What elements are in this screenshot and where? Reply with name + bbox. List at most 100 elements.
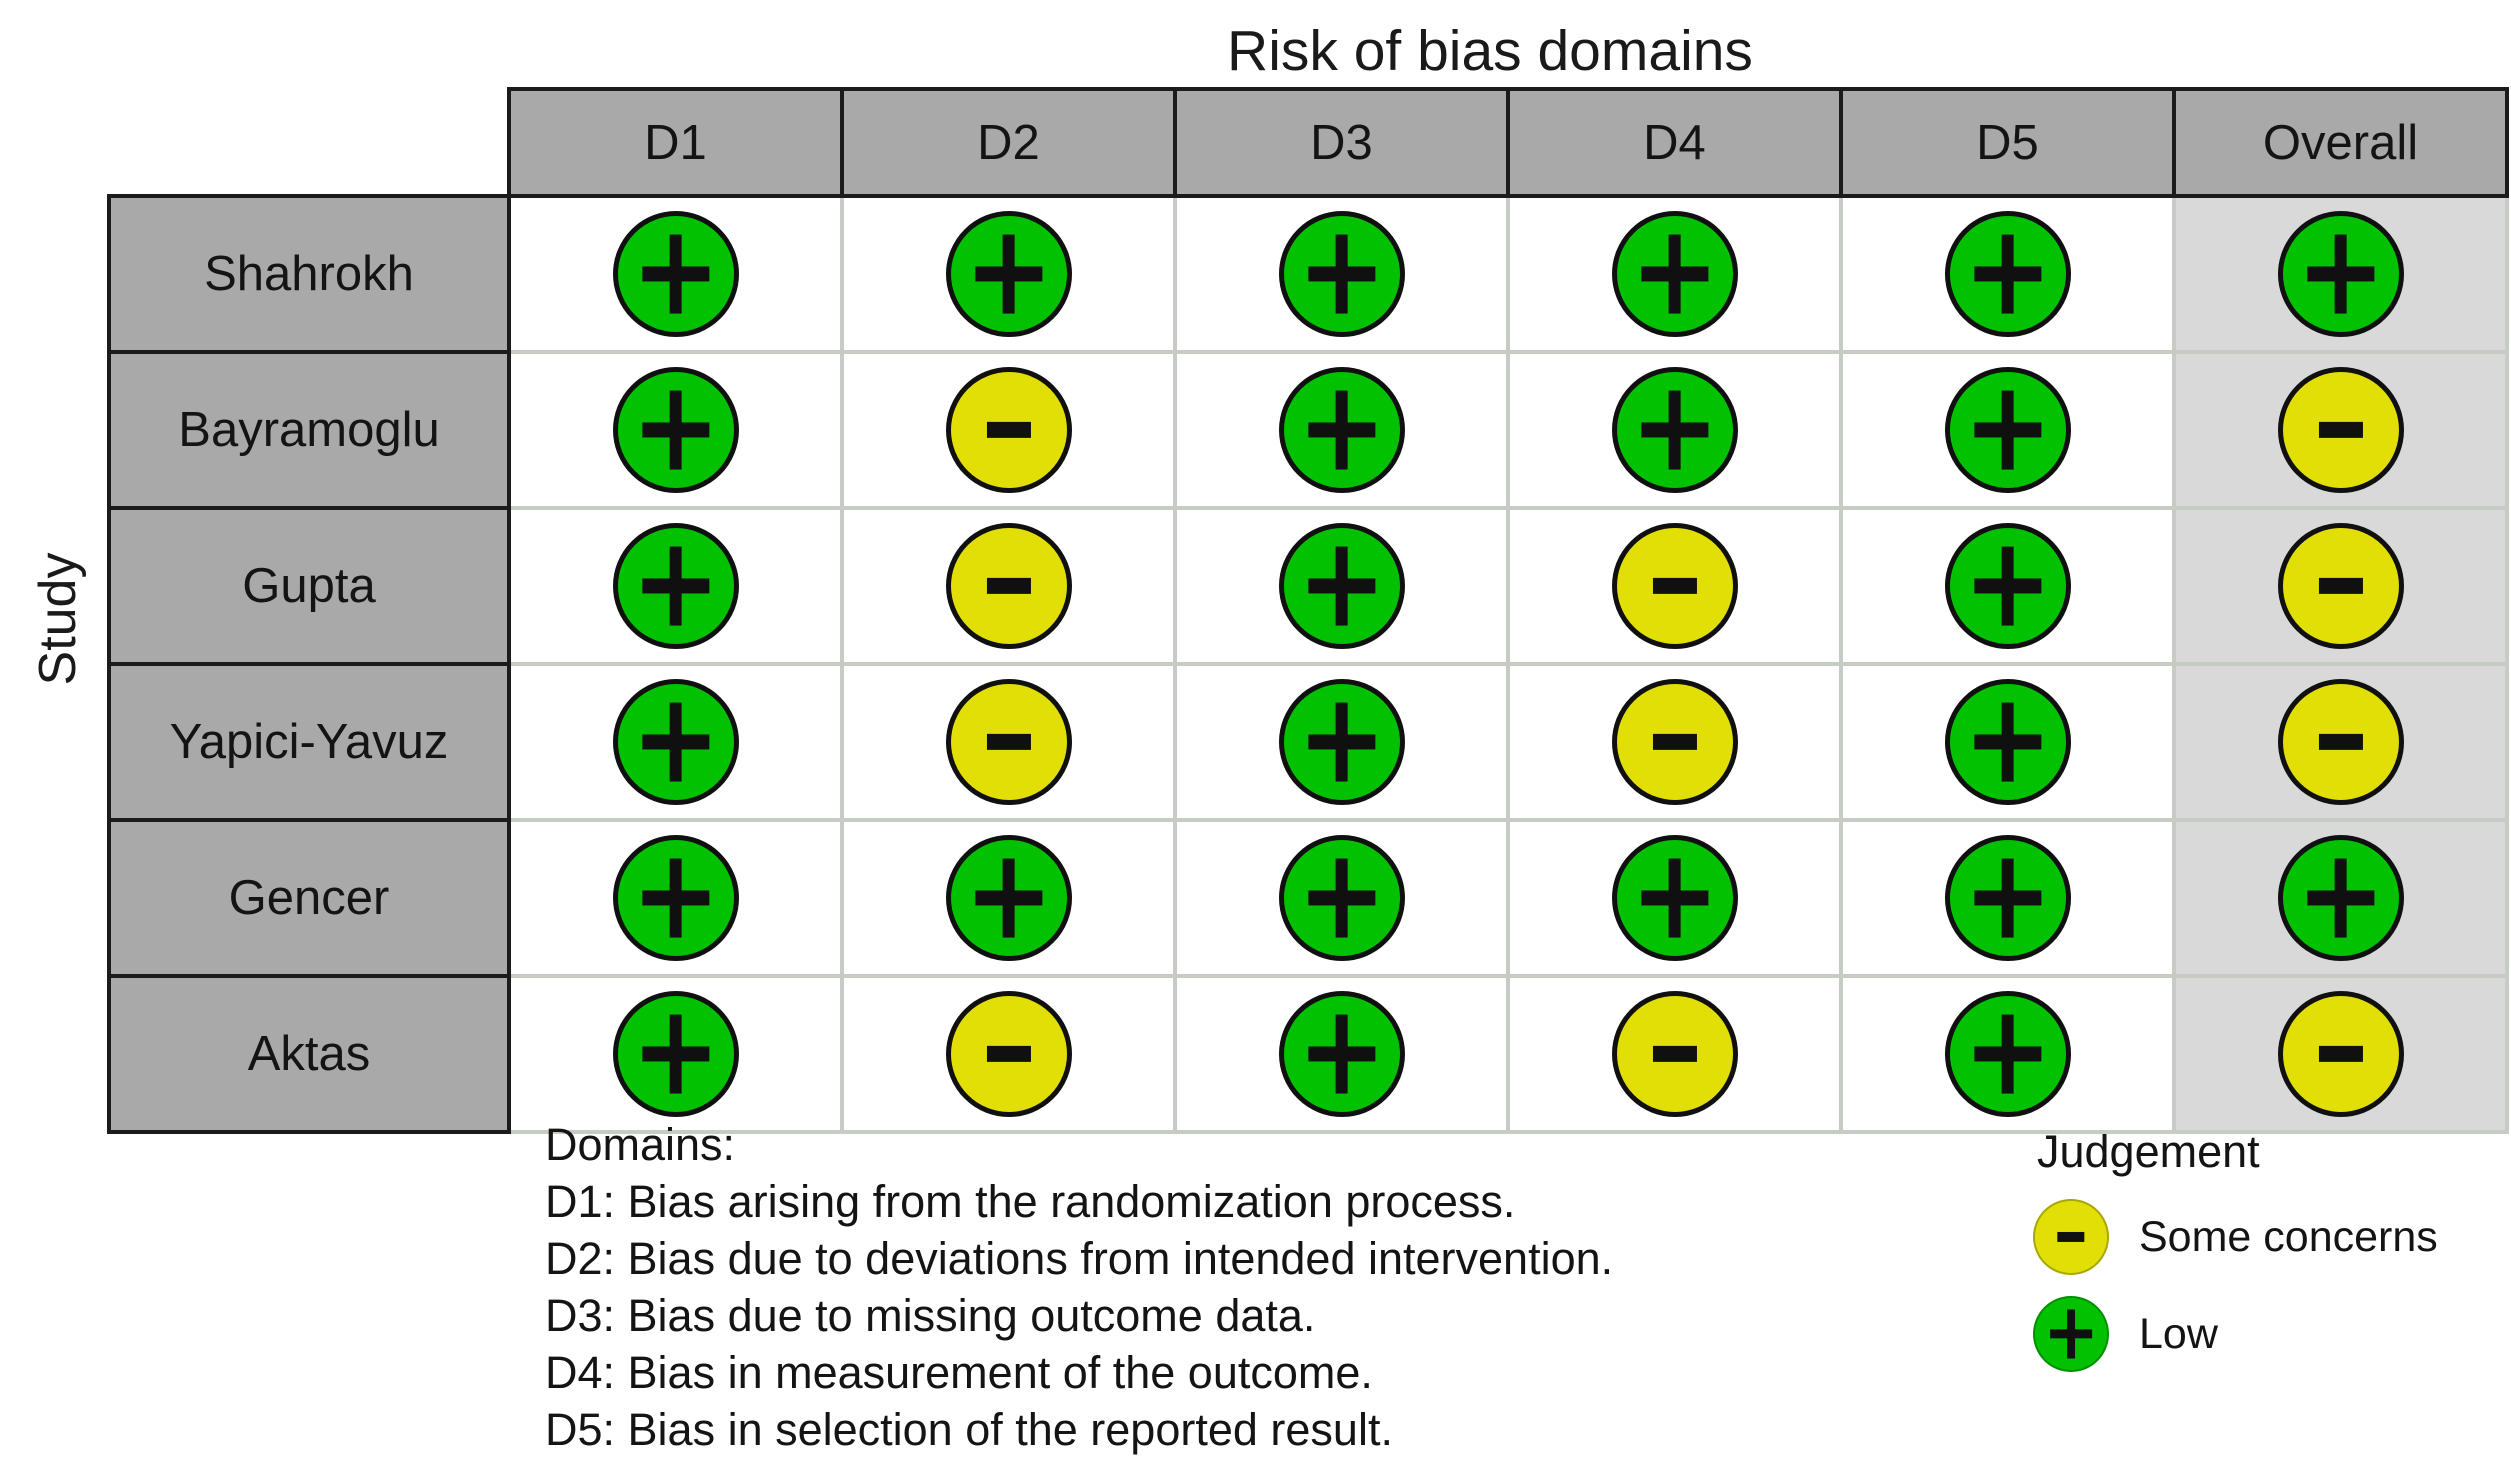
- judgement-circle-low: [1278, 211, 1405, 337]
- minus-icon: [951, 684, 1067, 800]
- row-header-yapici-yavuz: Yapici-Yavuz: [107, 662, 511, 822]
- minus-icon: [2035, 1201, 2107, 1273]
- judgement-circle-some-concerns: [1611, 991, 1738, 1117]
- plus-icon: [1617, 216, 1733, 332]
- corner-spacer: [109, 89, 509, 196]
- judgement-circle-low: [1278, 991, 1405, 1117]
- table-row: Aktas: [107, 974, 2509, 1134]
- judgement-cell: [507, 194, 844, 354]
- legend-entry-some-concerns: Some concerns: [2033, 1199, 2438, 1275]
- judgement-circle-some-concerns: [1611, 679, 1738, 805]
- minus-icon: [2283, 528, 2399, 644]
- plus-icon: [1284, 372, 1400, 488]
- plus-icon: [1950, 372, 2066, 488]
- plus-icon: [1284, 684, 1400, 800]
- legend-entry-low: Low: [2033, 1296, 2438, 1372]
- minus-icon: [951, 528, 1067, 644]
- judgement-cell: [1506, 662, 1843, 822]
- judgement-cell: [1173, 194, 1510, 354]
- judgement-cell: [507, 818, 844, 978]
- judgement-cell: [1839, 350, 2176, 510]
- judgement-circle-some-concerns: [945, 679, 1072, 805]
- judgement-cell: [1839, 662, 2176, 822]
- judgement-cell: [1506, 194, 1843, 354]
- judgement-cell: [2172, 350, 2509, 510]
- plus-icon: [1284, 216, 1400, 332]
- column-header-d3: D3: [1173, 87, 1510, 198]
- judgement-circle-low: [1944, 679, 2071, 805]
- column-header-d2: D2: [840, 87, 1177, 198]
- minus-icon: [951, 372, 1067, 488]
- judgement-circle-some-concerns: [2277, 679, 2404, 805]
- judgement-cell: [1839, 506, 2176, 666]
- judgement-cell: [507, 662, 844, 822]
- plus-icon: [1284, 996, 1400, 1112]
- legend-label: Some concerns: [2139, 1212, 2438, 1261]
- plus-icon: [2283, 216, 2399, 332]
- judgement-circle-low: [612, 679, 739, 805]
- judgement-circle-low: [1278, 523, 1405, 649]
- judgement-circle-some-concerns: [2033, 1199, 2109, 1275]
- plus-icon: [618, 684, 734, 800]
- plus-icon: [1284, 528, 1400, 644]
- column-header-d5: D5: [1839, 87, 2176, 198]
- plus-icon: [1617, 372, 1733, 488]
- row-header-bayramoglu: Bayramoglu: [107, 350, 511, 510]
- judgement-cell: [840, 194, 1177, 354]
- plus-icon: [2035, 1298, 2107, 1370]
- row-header-gencer: Gencer: [107, 818, 511, 978]
- judgement-cell: [1173, 662, 1510, 822]
- judgement-cell: [1173, 350, 1510, 510]
- judgement-cell: [1173, 506, 1510, 666]
- judgement-circle-low: [1611, 211, 1738, 337]
- judgement-circle-low: [1611, 367, 1738, 493]
- judgement-cell: [1506, 818, 1843, 978]
- judgement-cell: [840, 662, 1177, 822]
- study-axis-label: Study: [29, 552, 87, 686]
- plus-icon: [618, 216, 734, 332]
- judgement-cell: [1839, 194, 2176, 354]
- domain-definition: D3: Bias due to missing outcome data.: [545, 1290, 1316, 1341]
- minus-icon: [2283, 372, 2399, 488]
- judgement-cell: [840, 974, 1177, 1134]
- plus-icon: [1617, 840, 1733, 956]
- judgement-cell: [2172, 974, 2509, 1134]
- judgement-circle-low: [2277, 835, 2404, 961]
- judgement-circle-low: [1944, 835, 2071, 961]
- domain-definition: D5: Bias in selection of the reported re…: [545, 1404, 1393, 1455]
- table-row: Shahrokh: [107, 194, 2509, 354]
- plus-icon: [1950, 996, 2066, 1112]
- judgement-cell: [2172, 662, 2509, 822]
- judgement-cell: [2172, 194, 2509, 354]
- judgement-cell: [1506, 350, 1843, 510]
- plus-icon: [951, 840, 1067, 956]
- judgement-circle-some-concerns: [945, 523, 1072, 649]
- column-header-overall: Overall: [2172, 87, 2509, 198]
- judgement-cell: [840, 818, 1177, 978]
- judgement-circle-low: [1278, 835, 1405, 961]
- judgement-circle-low: [2277, 211, 2404, 337]
- judgement-cell: [507, 974, 844, 1134]
- judgement-circle-low: [1611, 835, 1738, 961]
- judgement-circle-some-concerns: [945, 991, 1072, 1117]
- plus-icon: [1950, 528, 2066, 644]
- row-header-aktas: Aktas: [107, 974, 511, 1134]
- judgement-cell: [2172, 506, 2509, 666]
- domains-note-title: Domains:: [545, 1119, 736, 1170]
- judgement-circle-low: [1278, 367, 1405, 493]
- minus-icon: [951, 996, 1067, 1112]
- minus-icon: [1617, 684, 1733, 800]
- judgement-circle-low: [612, 211, 739, 337]
- judgement-cell: [1839, 818, 2176, 978]
- minus-icon: [2283, 996, 2399, 1112]
- judgement-cell: [1839, 974, 2176, 1134]
- judgement-circle-low: [1278, 679, 1405, 805]
- chart-title: Risk of bias domains: [1227, 19, 1753, 83]
- judgement-circle-low: [945, 211, 1072, 337]
- judgement-circle-low: [612, 835, 739, 961]
- judgement-circle-some-concerns: [2277, 367, 2404, 493]
- judgement-cell: [507, 350, 844, 510]
- domain-definition: D4: Bias in measurement of the outcome.: [545, 1347, 1373, 1398]
- legend-title: Judgement: [2037, 1126, 2260, 1177]
- judgement-circle-some-concerns: [2277, 523, 2404, 649]
